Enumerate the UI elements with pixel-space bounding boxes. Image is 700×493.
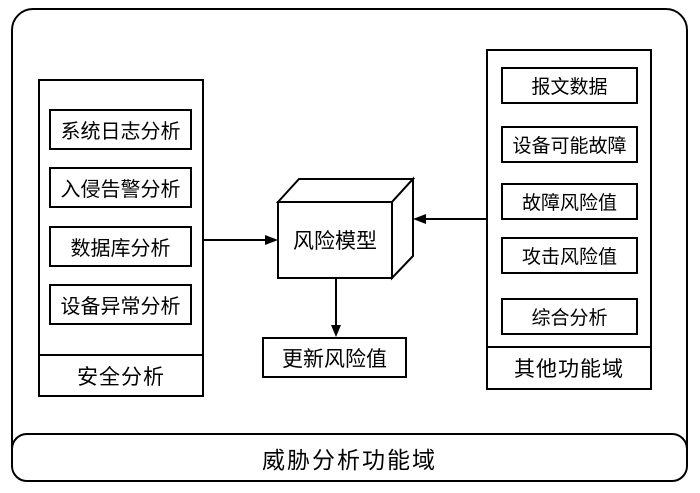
device-anomaly-analysis-box: 设备异常分析 <box>49 284 192 325</box>
database-analysis-box: 数据库分析 <box>49 226 192 267</box>
fault-risk-value-label: 故障风险值 <box>521 192 617 214</box>
device-anomaly-analysis-label: 设备异常分析 <box>60 294 181 318</box>
attack-risk-value-box: 攻击风险值 <box>501 237 638 274</box>
risk-model-label: 风险模型 <box>293 229 377 253</box>
message-data-box: 报文数据 <box>501 67 638 104</box>
security-analysis-label: 安全分析 <box>77 364 165 389</box>
other-domains-panel: 报文数据 设备可能故障 故障风险值 攻击风险值 综合分析 其他功能域 <box>486 49 652 390</box>
domain-title-label: 威胁分析功能域 <box>262 447 437 474</box>
database-analysis-label: 数据库分析 <box>70 236 171 260</box>
other-domains-footer: 其他功能域 <box>488 346 650 388</box>
intrusion-alert-analysis-label: 入侵告警分析 <box>60 177 181 201</box>
comprehensive-analysis-box: 综合分析 <box>501 298 638 335</box>
domain-title-bar: 威胁分析功能域 <box>11 433 688 482</box>
update-risk-value-label: 更新风险值 <box>282 346 387 371</box>
comprehensive-analysis-label: 综合分析 <box>531 307 608 329</box>
other-domains-label: 其他功能域 <box>514 357 624 381</box>
system-log-analysis-box: 系统日志分析 <box>49 109 192 150</box>
device-possible-fault-box: 设备可能故障 <box>501 126 638 163</box>
security-analysis-panel: 系统日志分析 入侵告警分析 数据库分析 设备异常分析 安全分析 <box>38 79 204 397</box>
system-log-analysis-label: 系统日志分析 <box>60 119 181 143</box>
intrusion-alert-analysis-box: 入侵告警分析 <box>49 167 192 208</box>
fault-risk-value-box: 故障风险值 <box>501 183 638 220</box>
risk-model-box: 风险模型 <box>278 202 392 278</box>
attack-risk-value-label: 攻击风险值 <box>521 246 617 268</box>
message-data-label: 报文数据 <box>531 76 608 98</box>
security-analysis-footer: 安全分析 <box>40 354 202 395</box>
device-possible-fault-label: 设备可能故障 <box>512 135 627 157</box>
update-risk-value-box: 更新风险值 <box>262 337 407 378</box>
